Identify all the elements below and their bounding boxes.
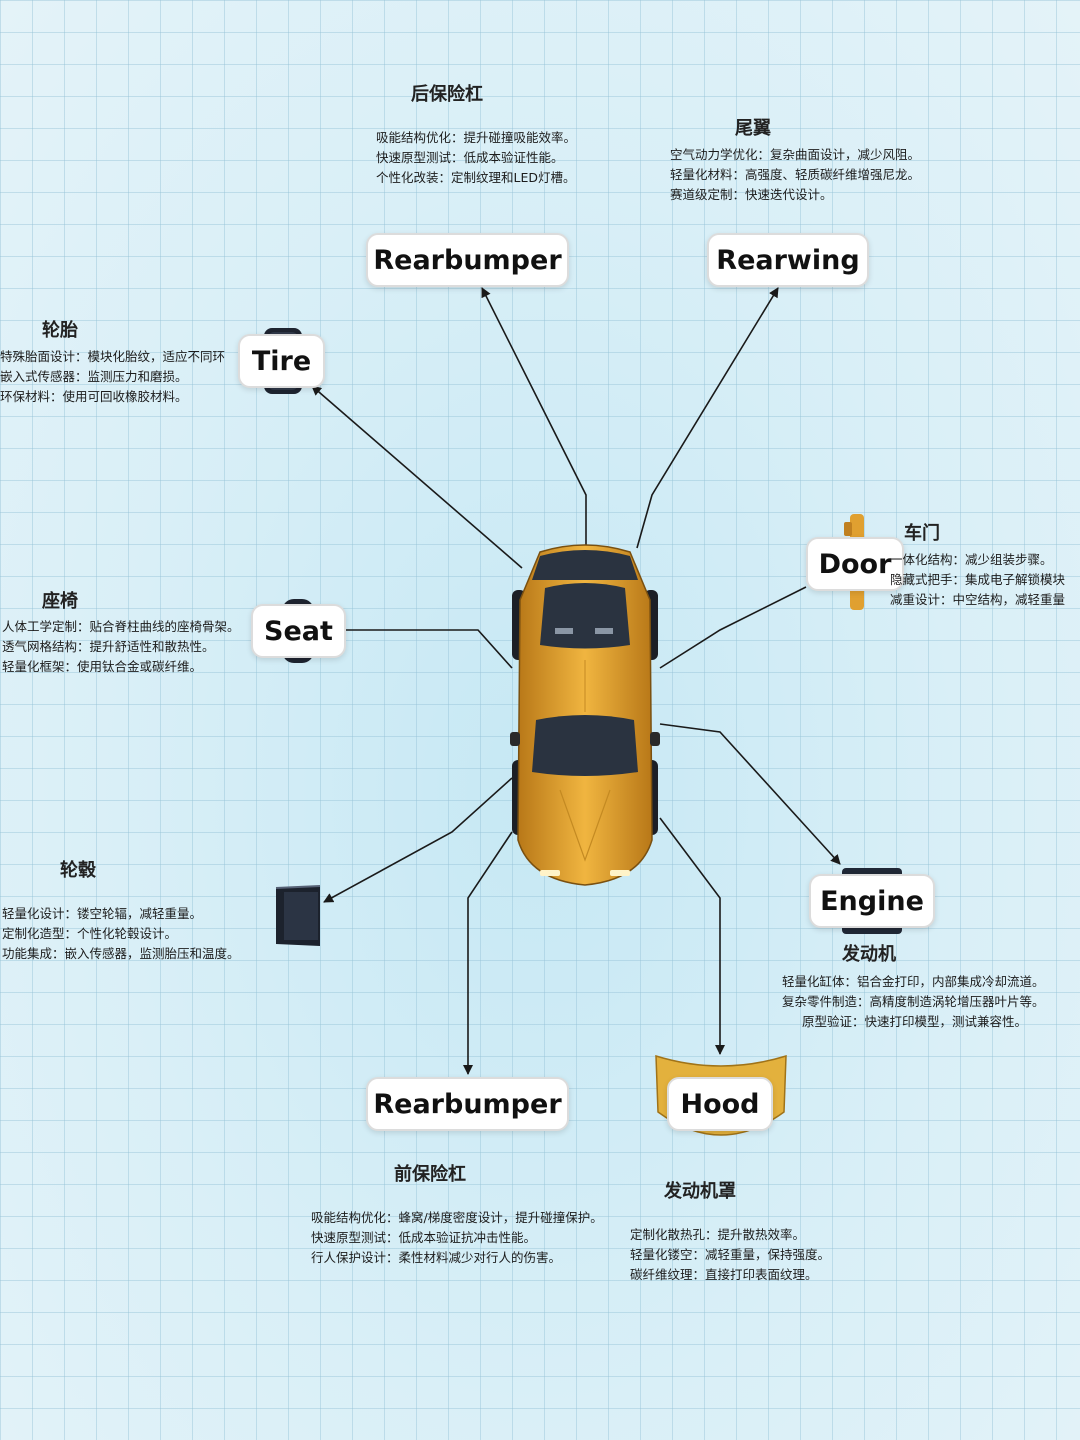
door-title: 车门: [904, 523, 940, 544]
engine-description: 轻量化缸体：铝合金打印，内部集成冷却流道。 复杂零件制造：高精度制造涡轮增压器叶…: [782, 972, 1045, 1032]
tire-label-box[interactable]: Tire: [238, 334, 325, 388]
front-bumper-label: Rearbumper: [373, 1088, 562, 1120]
door-description: 一体化结构：减少组装步骤。 隐藏式把手：集成电子解锁模块 减重设计：中空结构，减…: [890, 550, 1080, 610]
rear-wing-line-2: 轻量化材料：高强度、轻质碳纤维增强尼龙。: [670, 167, 921, 182]
front-bumper-label-box[interactable]: Rearbumper: [366, 1077, 569, 1131]
seat-label-box[interactable]: Seat: [251, 604, 346, 658]
rear-bumper-line-2: 快速原型测试：低成本验证性能。: [376, 150, 564, 165]
car-top-view: [510, 544, 660, 886]
front-bumper-line-1: 吸能结构优化：蜂窝/梯度密度设计，提升碰撞保护。: [311, 1210, 603, 1225]
engine-label: Engine: [820, 885, 924, 917]
seat-line-2: 透气网格结构：提升舒适性和散热性。: [2, 639, 215, 654]
wheel-hub-title: 轮毂: [60, 860, 96, 881]
hood-title: 发动机罩: [664, 1181, 736, 1202]
hood-line-1: 定制化散热孔：提升散热效率。: [630, 1227, 806, 1242]
connector-tire: [311, 385, 523, 569]
seat-description: 人体工学定制：贴合脊柱曲线的座椅骨架。 透气网格结构：提升舒适性和散热性。 轻量…: [2, 617, 240, 677]
tire-label: Tire: [251, 345, 312, 377]
connector-hood: [659, 817, 725, 1055]
hood-line-3: 碳纤维纹理：直接打印表面纹理。: [630, 1267, 818, 1282]
seat-line-3: 轻量化框架：使用钛合金或碳纤维。: [2, 659, 203, 674]
front-bumper-line-3: 行人保护设计：柔性材料减少对行人的伤害。: [311, 1250, 562, 1265]
connector-rear-bumper: [481, 287, 587, 548]
rear-wing-label-box[interactable]: Rearwing: [707, 233, 869, 287]
seat-label: Seat: [264, 615, 333, 647]
hood-description: 定制化散热孔：提升散热效率。 轻量化镂空：减轻重量，保持强度。 碳纤维纹理：直接…: [630, 1225, 830, 1285]
wheel-hub-line-2: 定制化造型：个性化轮毂设计。: [2, 926, 178, 941]
tire-line-1: 特殊胎面设计：模块化胎纹，适应不同环: [0, 349, 226, 364]
rear-bumper-description: 吸能结构优化：提升碰撞吸能效率。 快速原型测试：低成本验证性能。 个性化改装：定…: [376, 128, 576, 188]
rear-bumper-title: 后保险杠: [411, 84, 483, 105]
hood-label: Hood: [680, 1088, 760, 1120]
seat-line-1: 人体工学定制：贴合脊柱曲线的座椅骨架。: [2, 619, 240, 634]
connector-front-bumper: [463, 831, 513, 1075]
door-label-box[interactable]: Door: [806, 537, 904, 591]
wheel-hub-line-3: 功能集成：嵌入传感器，监测胎压和温度。: [2, 946, 240, 961]
rear-bumper-line-1: 吸能结构优化：提升碰撞吸能效率。: [376, 130, 577, 145]
hood-line-2: 轻量化镂空：减轻重量，保持强度。: [630, 1247, 831, 1262]
connector-door: [659, 586, 807, 669]
engine-label-box[interactable]: Engine: [809, 874, 935, 928]
front-bumper-description: 吸能结构优化：蜂窝/梯度密度设计，提升碰撞保护。 快速原型测试：低成本验证抗冲击…: [311, 1208, 603, 1268]
connector-engine: [659, 723, 841, 865]
connector-wheel-hub: [323, 777, 513, 903]
door-line-3: 减重设计：中空结构，减轻重量: [890, 592, 1066, 607]
front-bumper-title: 前保险杠: [394, 1164, 466, 1185]
engine-line-3: 原型验证：快速打印模型，测试兼容性。: [802, 1014, 1028, 1029]
engine-line-1: 轻量化缸体：铝合金打印，内部集成冷却流道。: [782, 974, 1045, 989]
wheel-hub-description: 轻量化设计：镂空轮辐，减轻重量。 定制化造型：个性化轮毂设计。 功能集成：嵌入传…: [2, 904, 240, 964]
tire-title: 轮胎: [42, 320, 78, 341]
engine-title: 发动机: [842, 944, 896, 965]
rear-bumper-label: Rearbumper: [373, 244, 562, 276]
tire-description: 特殊胎面设计：模块化胎纹，适应不同环 嵌入式传感器：监测压力和磨损。 环保材料：…: [0, 347, 238, 407]
rear-wing-line-3: 赛道级定制：快速迭代设计。: [670, 187, 833, 202]
rear-wing-description: 空气动力学优化：复杂曲面设计，减少风阻。 轻量化材料：高强度、轻质碳纤维增强尼龙…: [670, 145, 920, 205]
tire-line-2: 嵌入式传感器：监测压力和磨损。: [0, 369, 188, 384]
connector-rear-wing: [636, 287, 779, 549]
tire-line-3: 环保材料：使用可回收橡胶材料。: [0, 389, 188, 404]
rear-wing-title: 尾翼: [735, 118, 771, 139]
rear-bumper-label-box[interactable]: Rearbumper: [366, 233, 569, 287]
wheel-hub-part-image: [275, 885, 321, 946]
door-line-2: 隐藏式把手：集成电子解锁模块: [890, 572, 1066, 587]
front-bumper-line-2: 快速原型测试：低成本验证抗冲击性能。: [311, 1230, 537, 1245]
seat-title: 座椅: [42, 591, 78, 612]
wheel-hub-line-1: 轻量化设计：镂空轮辐，减轻重量。: [2, 906, 203, 921]
hood-label-box[interactable]: Hood: [667, 1077, 773, 1131]
rear-wing-label: Rearwing: [716, 244, 860, 276]
rear-bumper-line-3: 个性化改装：定制纹理和LED灯槽。: [376, 170, 576, 185]
engine-line-2: 复杂零件制造：高精度制造涡轮增压器叶片等。: [782, 994, 1045, 1009]
door-line-1: 一体化结构：减少组装步骤。: [890, 552, 1053, 567]
door-label: Door: [818, 548, 892, 580]
rear-wing-line-1: 空气动力学优化：复杂曲面设计，减少风阻。: [670, 147, 921, 162]
connector-seat: [346, 629, 513, 669]
